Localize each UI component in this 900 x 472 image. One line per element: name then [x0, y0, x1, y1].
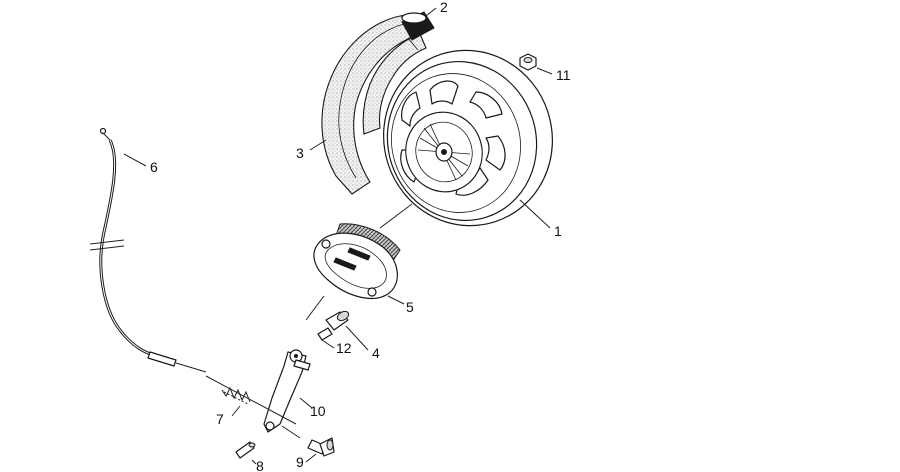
callout-7: 7 — [216, 411, 224, 427]
callout-4: 4 — [372, 345, 380, 361]
part-6-brake-cable — [89, 127, 207, 373]
part-11-nut — [519, 53, 537, 71]
callout-3: 3 — [296, 145, 304, 161]
part-9-bolt — [307, 437, 335, 457]
callout-1: 1 — [554, 223, 562, 239]
part-4-cam — [317, 310, 350, 341]
callout-11: 11 — [556, 67, 571, 83]
callout-12: 12 — [336, 340, 352, 356]
part-7-spring — [221, 386, 251, 405]
callout-5: 5 — [406, 299, 414, 315]
callout-6: 6 — [150, 159, 158, 175]
callout-labels: 1 2 3 4 5 6 7 8 9 10 11 12 — [150, 0, 571, 472]
part-5-brake-shoes — [313, 223, 401, 299]
part-1-wheel-rim — [383, 49, 553, 227]
callout-10: 10 — [310, 403, 326, 419]
part-8-pin — [235, 441, 256, 459]
callout-2: 2 — [440, 0, 448, 15]
callout-9: 9 — [296, 454, 304, 470]
leader-lines — [123, 7, 553, 465]
part-2-valve — [401, 11, 435, 51]
part-3-dust-cover — [321, 13, 427, 195]
callout-8: 8 — [256, 458, 264, 472]
